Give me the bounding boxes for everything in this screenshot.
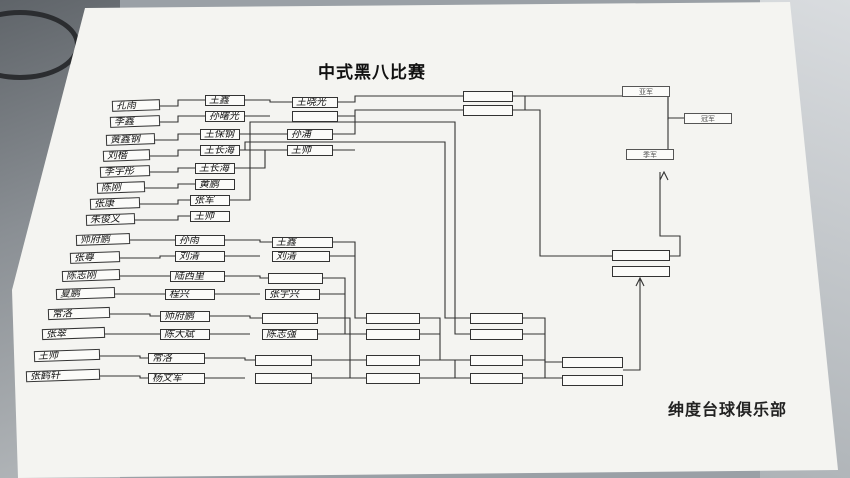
round3-slot [292, 111, 338, 122]
round2-slot: 王鑫 [205, 95, 245, 106]
round4-slot [470, 373, 523, 384]
round1-slot: 李宇彤 [99, 165, 151, 178]
round2-slot: 杨文军 [148, 373, 205, 384]
champion-label: 冠军 [684, 113, 732, 124]
round3-slot: 王鑫 [272, 237, 333, 248]
round1-slot: 陈志刚 [61, 268, 121, 283]
round1-slot: 刘楷 [102, 149, 151, 162]
round2-slot: 刘清 [175, 251, 225, 262]
round4-slot [463, 105, 513, 116]
round1-slot: 李鑫 [109, 115, 161, 128]
round3-slot: 孙浦 [287, 129, 333, 140]
round1-slot: 师府鹏 [75, 233, 131, 246]
round3-slot: 陈志强 [262, 329, 318, 340]
round1-slot: 夏鹏 [55, 286, 116, 301]
round1-slot: 朱俊义 [85, 213, 136, 226]
round2-slot: 孙雨 [175, 235, 225, 246]
round1-slot: 常洛 [47, 306, 111, 321]
round1-slot: 孔雨 [111, 99, 161, 112]
page-title: 中式黑八比赛 [318, 63, 426, 83]
round1-slot: 张康 [89, 197, 141, 210]
round2-slot: 王长海 [200, 145, 240, 156]
round4-slot [366, 373, 420, 384]
round2-slot: 张军 [190, 195, 230, 206]
round4-slot [463, 91, 513, 102]
round3-slot: 王帅 [287, 145, 333, 156]
runner-up-label: 亚军 [622, 86, 670, 97]
round3-slot [262, 313, 318, 324]
round1-slot: 陈刚 [96, 181, 146, 194]
round2-slot: 黄鹏 [195, 179, 235, 190]
round3-slot: 刘清 [272, 251, 330, 262]
round2-slot: 常洛 [148, 353, 205, 364]
round1-slot: 张尊 [69, 251, 121, 264]
round4-slot [366, 329, 420, 340]
round1-slot: 张翠 [41, 326, 106, 341]
round4-slot [366, 355, 420, 366]
round4-slot [470, 355, 523, 366]
round2-slot: 师府鹏 [160, 311, 210, 322]
round1-slot: 黄鑫钢 [105, 133, 156, 146]
round3-slot [255, 355, 312, 366]
round4-slot [470, 329, 523, 340]
round3-slot: 王晓光 [292, 97, 338, 108]
round2-slot: 王帅 [190, 211, 230, 222]
round3-slot [268, 273, 323, 284]
round2-slot: 王长海 [195, 163, 235, 174]
round2-slot: 程兴 [165, 289, 215, 300]
third-place-label: 季军 [626, 149, 674, 160]
round3-slot [255, 373, 312, 384]
round2-slot: 陆西里 [170, 271, 225, 282]
round2-slot: 孙曙光 [205, 111, 245, 122]
round1-slot: 王帅 [33, 348, 101, 363]
semifinal-slot [612, 250, 670, 261]
semifinal-slot [612, 266, 670, 277]
club-name: 绅度台球俱乐部 [668, 400, 788, 419]
round5-slot [562, 357, 623, 368]
round2-slot: 王保钢 [200, 129, 240, 140]
round3-slot: 张宇兴 [265, 289, 320, 300]
round2-slot: 陈大斌 [160, 329, 210, 340]
round5-slot [562, 375, 623, 386]
round4-slot [366, 313, 420, 324]
round4-slot [470, 313, 523, 324]
